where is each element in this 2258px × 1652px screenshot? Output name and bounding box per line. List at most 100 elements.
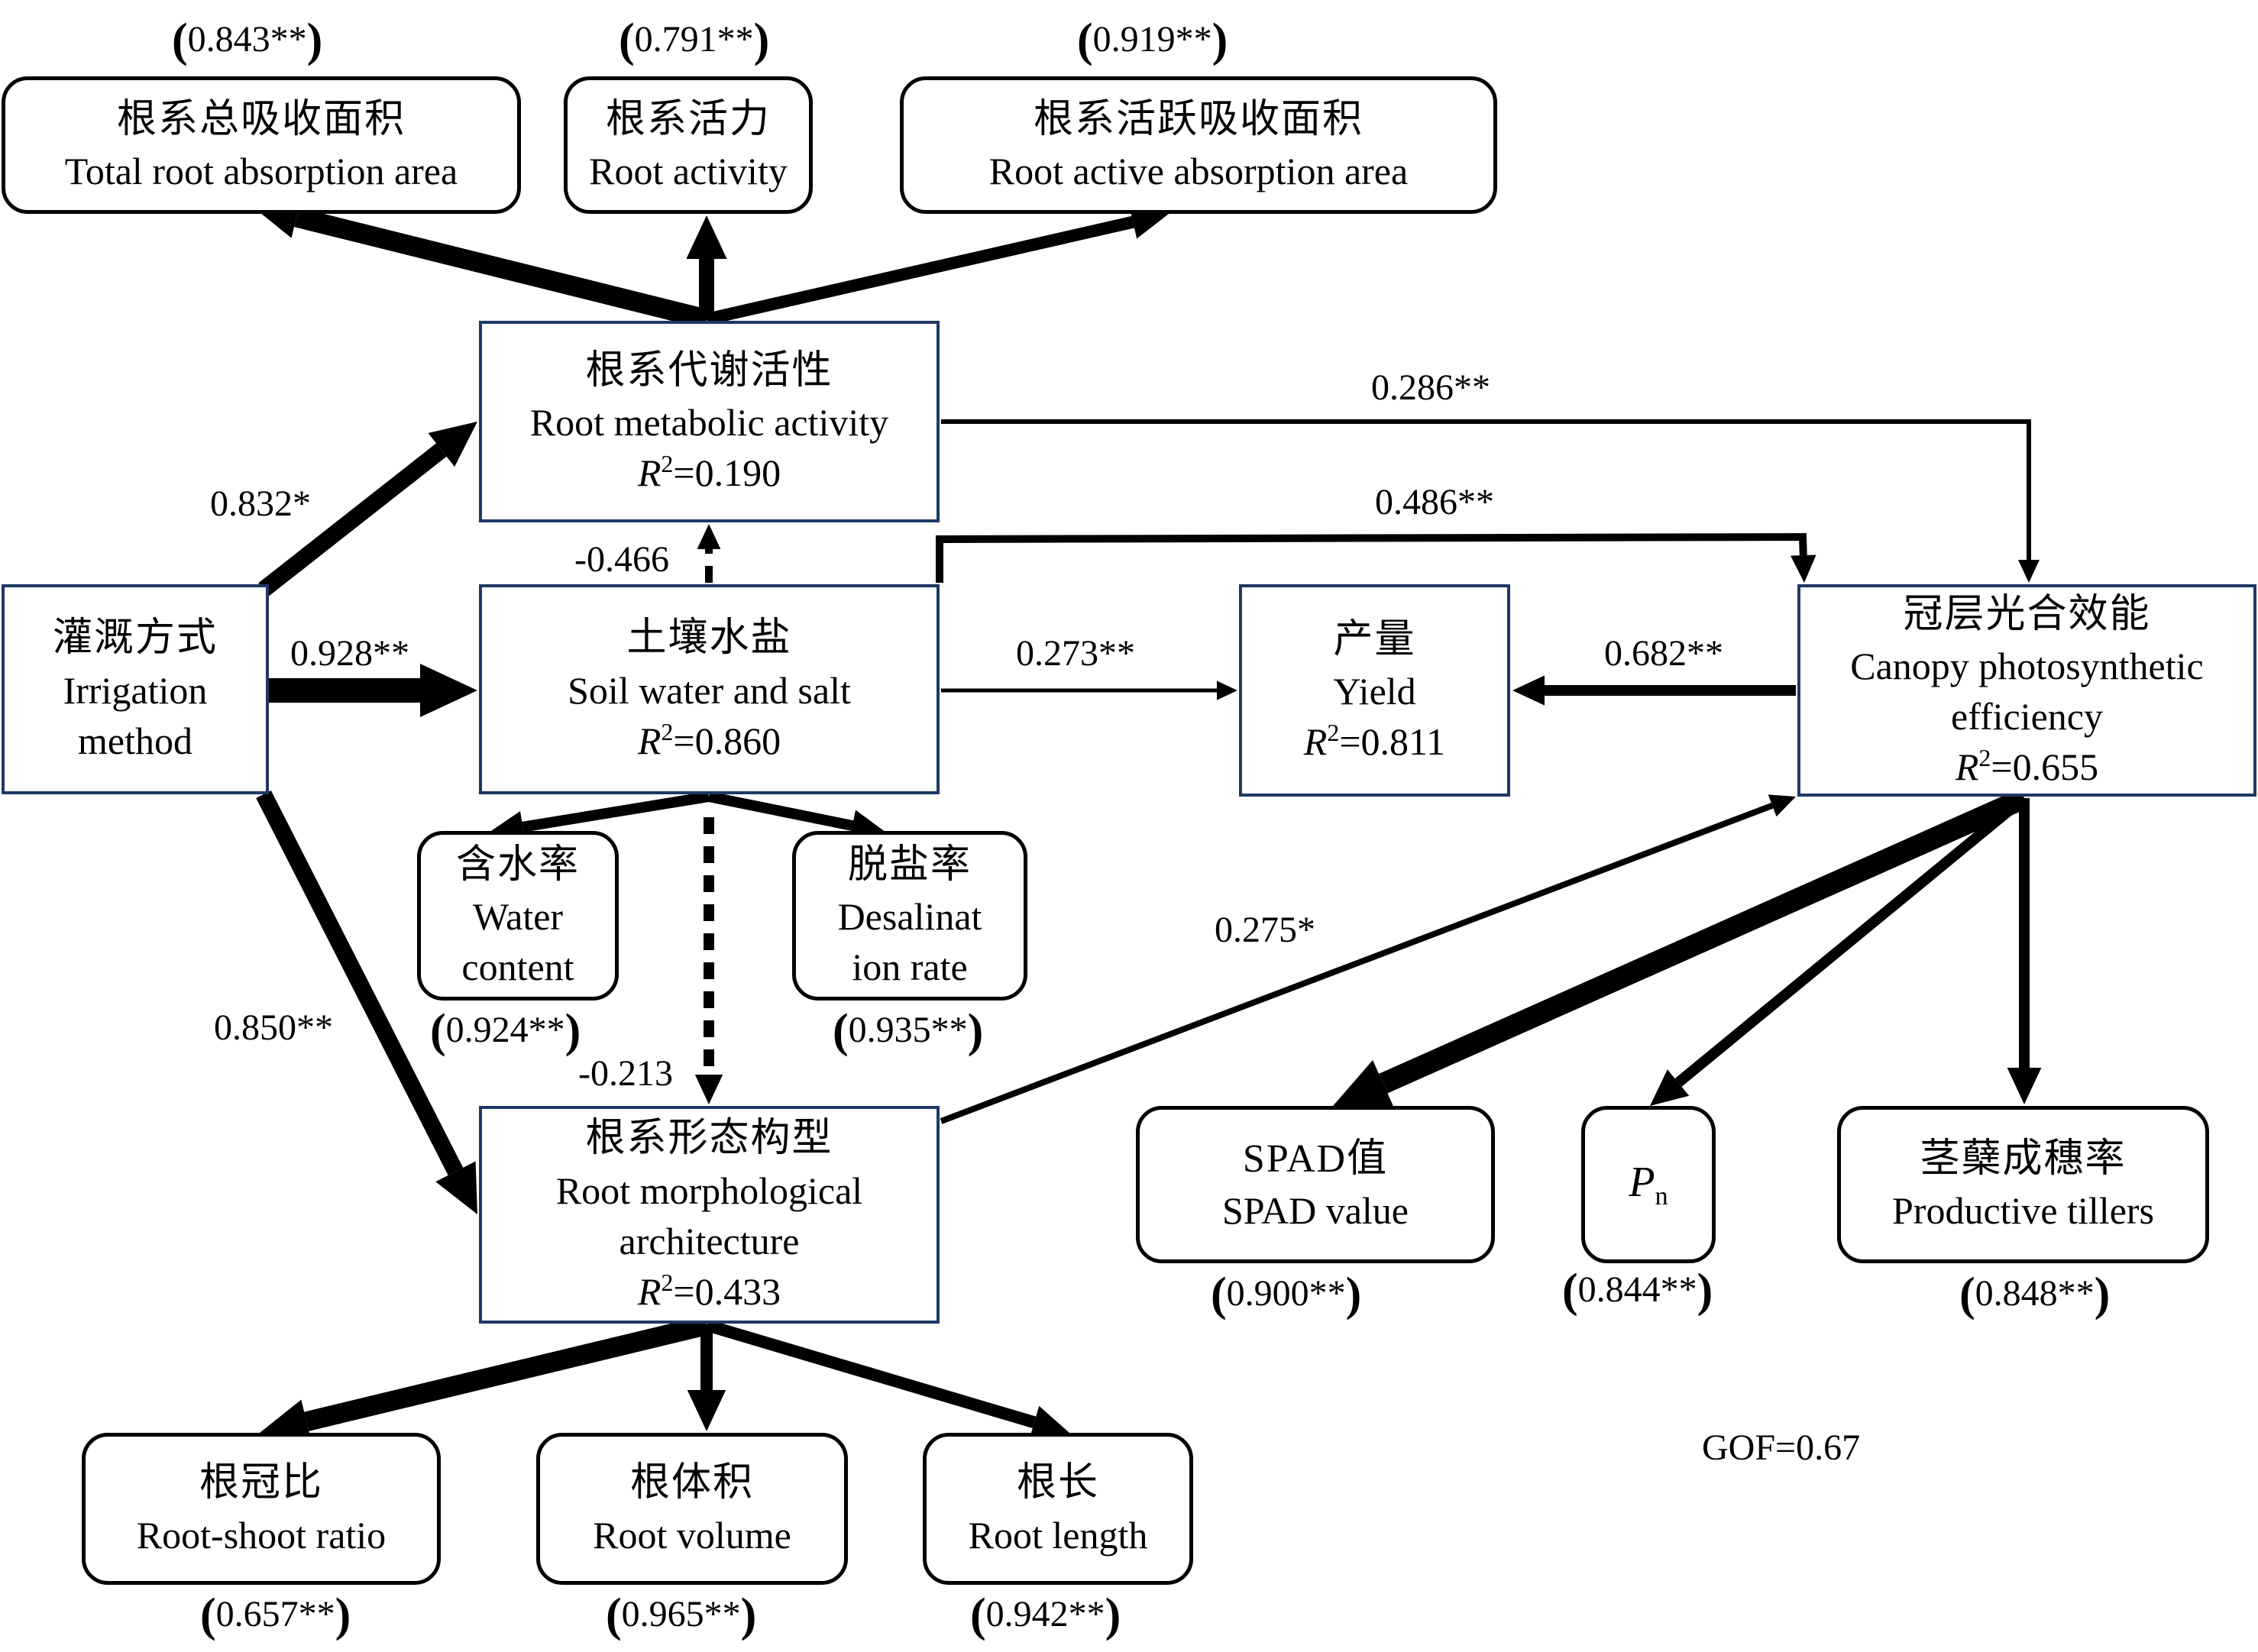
morphology-en-line2: architecture xyxy=(619,1219,800,1262)
arrow-irrigation-morphology-head xyxy=(435,1161,477,1214)
arrow-soil-morphology-head xyxy=(694,1075,723,1104)
coef-irrigation-morphology: 0.850** xyxy=(214,1007,333,1048)
arrow-metabolic-canopy xyxy=(941,419,2040,583)
latent-irrigation-method: 灌溉方式 Irrigation method xyxy=(2,584,269,794)
coef-soil-yield: 0.273** xyxy=(1016,633,1135,674)
indicator-root-shoot-ratio: 根冠比 Root-shoot ratio xyxy=(82,1433,441,1585)
indicator-zh: 含水率 xyxy=(455,842,580,887)
coef-irrigation-soil: 0.928** xyxy=(290,633,409,674)
loading-water-content: (0.924**) xyxy=(430,1005,581,1057)
coef-soil-morphology: -0.213 xyxy=(578,1053,673,1094)
arrow-morphology-root-length xyxy=(704,1319,1069,1439)
loading-desalination: (0.935**) xyxy=(833,1005,984,1057)
indicator-pn: Pn xyxy=(1581,1106,1716,1263)
indicator-en-line2: content xyxy=(461,946,574,989)
loading-root-volume: (0.965**) xyxy=(606,1589,757,1641)
latent-root-metabolic-activity: 根系代谢活性 Root metabolic activity R2=0.190 xyxy=(479,321,940,522)
indicator-root-activity: 根系活力 Root activity xyxy=(564,76,813,214)
yield-en: Yield xyxy=(1333,670,1416,713)
loading-root-activity: (0.791**) xyxy=(619,15,770,66)
indicator-zh: 脱盐率 xyxy=(847,842,972,887)
indicator-en: Root active absorption area xyxy=(988,150,1409,193)
indicator-productive-tillers: 茎蘖成穗率 Productive tillers xyxy=(1837,1106,2209,1263)
arrow-irrigation-morphology xyxy=(256,790,477,1214)
arrow-soil-metabolic-head xyxy=(697,524,721,549)
indicator-root-length: 根长 Root length xyxy=(923,1433,1193,1585)
indicator-en: Root volume xyxy=(593,1513,791,1557)
coef-morphology-canopy: 0.275* xyxy=(1215,910,1315,950)
soil-r2: R2=0.860 xyxy=(637,717,781,762)
indicator-root-volume: 根体积 Root volume xyxy=(536,1433,848,1585)
indicator-zh: 根冠比 xyxy=(199,1461,323,1505)
indicator-zh: 根系活跃吸收面积 xyxy=(1033,97,1364,141)
loading-root-active-area: (0.919**) xyxy=(1077,15,1228,66)
metabolic-en: Root metabolic activity xyxy=(529,401,889,445)
arrow-soil-canopy xyxy=(936,532,1816,583)
latent-root-morphological-architecture: 根系形态构型 Root morphological architecture R… xyxy=(479,1106,940,1324)
indicator-en-line2: ion rate xyxy=(852,946,968,989)
arrow-canopy-productive-tillers xyxy=(2007,798,2042,1104)
arrow-canopy-spad xyxy=(1333,788,2029,1107)
indicator-zh: SPAD值 xyxy=(1242,1136,1389,1181)
canopy-en-line2: efficiency xyxy=(1951,695,2103,739)
arrow-canopy-pn xyxy=(1650,794,2028,1106)
canopy-r2: R2=0.655 xyxy=(1955,744,2099,789)
indicator-zh: 茎蘖成穗率 xyxy=(1920,1136,2127,1181)
loading-root-length: (0.942**) xyxy=(970,1589,1121,1641)
soil-en: Soil water and salt xyxy=(568,668,851,712)
arrow-canopy-pn-head xyxy=(1650,1069,1690,1106)
gof-value: GOF=0.67 xyxy=(1702,1427,1861,1468)
coef-metabolic-canopy: 0.286** xyxy=(1371,367,1490,408)
indicator-en: SPAD value xyxy=(1221,1189,1409,1233)
soil-zh: 土壤水盐 xyxy=(626,616,792,661)
indicator-en: Total root absorption area xyxy=(64,150,458,193)
arrow-soil-yield-head xyxy=(1217,681,1237,700)
indicator-root-active-absorption-area: 根系活跃吸收面积 Root active absorption area xyxy=(900,76,1497,214)
loading-total-root-area: (0.843**) xyxy=(172,15,323,66)
latent-yield: 产量 Yield R2=0.811 xyxy=(1239,584,1510,797)
metabolic-r2: R2=0.190 xyxy=(637,450,781,495)
irrigation-en-line1: Irrigation xyxy=(63,668,208,712)
loading-spad: (0.900**) xyxy=(1211,1269,1362,1321)
irrigation-en-line2: method xyxy=(78,719,192,762)
arrow-canopy-yield xyxy=(1512,675,1796,706)
morphology-en-line1: Root morphological xyxy=(555,1169,863,1212)
arrow-morphology-root-volume xyxy=(687,1325,726,1431)
canopy-en-line1: Canopy photosynthetic xyxy=(1850,645,2204,688)
arrow-canopy-yield-head xyxy=(1512,675,1545,706)
arrow-canopy-productive-tillers-head xyxy=(2007,1068,2042,1104)
arrow-irrigation-soil-head xyxy=(420,664,477,717)
arrow-irrigation-metabolic xyxy=(258,422,477,596)
metabolic-zh: 根系代谢活性 xyxy=(585,348,833,393)
coef-soil-metabolic: -0.466 xyxy=(574,539,669,580)
latent-soil-water-salt: 土壤水盐 Soil water and salt R2=0.860 xyxy=(479,584,940,794)
loading-productive-tillers: (0.848**) xyxy=(1959,1269,2111,1321)
arrow-soil-metabolic xyxy=(697,524,721,583)
morphology-r2: R2=0.433 xyxy=(637,1268,781,1313)
indicator-zh: 根体积 xyxy=(629,1461,754,1505)
indicator-total-root-absorption-area: 根系总吸收面积 Total root absorption area xyxy=(2,76,521,214)
yield-zh: 产量 xyxy=(1333,617,1416,661)
loading-root-shoot: (0.657**) xyxy=(200,1589,351,1641)
arrow-morphology-root-shoot xyxy=(260,1315,710,1443)
indicator-en: Root-shoot ratio xyxy=(136,1513,387,1557)
loading-pn: (0.844**) xyxy=(1562,1265,1713,1317)
indicator-en-line1: Water xyxy=(472,895,564,939)
arrow-metabolic-root-active-area xyxy=(705,205,1169,325)
yield-r2: R2=0.811 xyxy=(1303,719,1446,764)
arrow-morphology-canopy-head xyxy=(1768,794,1796,817)
arrow-metabolic-root-activity-head xyxy=(686,215,727,259)
arrow-metabolic-root-activity xyxy=(686,215,727,319)
indicator-water-content: 含水率 Water content xyxy=(417,831,619,1001)
arrow-irrigation-metabolic-head xyxy=(428,422,477,467)
indicator-en-line1: Desalinat xyxy=(837,895,982,939)
indicator-zh: 根系总吸收面积 xyxy=(116,97,406,141)
arrow-soil-morphology xyxy=(694,817,723,1104)
indicator-en: Root length xyxy=(968,1513,1148,1557)
coef-soil-canopy: 0.486** xyxy=(1375,482,1494,522)
latent-canopy-photosynthetic-efficiency: 冠层光合效能 Canopy photosynthetic efficiency … xyxy=(1797,584,2256,797)
indicator-zh: 根系活力 xyxy=(605,97,771,141)
arrow-morphology-root-volume-head xyxy=(687,1390,726,1431)
morphology-zh: 根系形态构型 xyxy=(585,1117,833,1161)
